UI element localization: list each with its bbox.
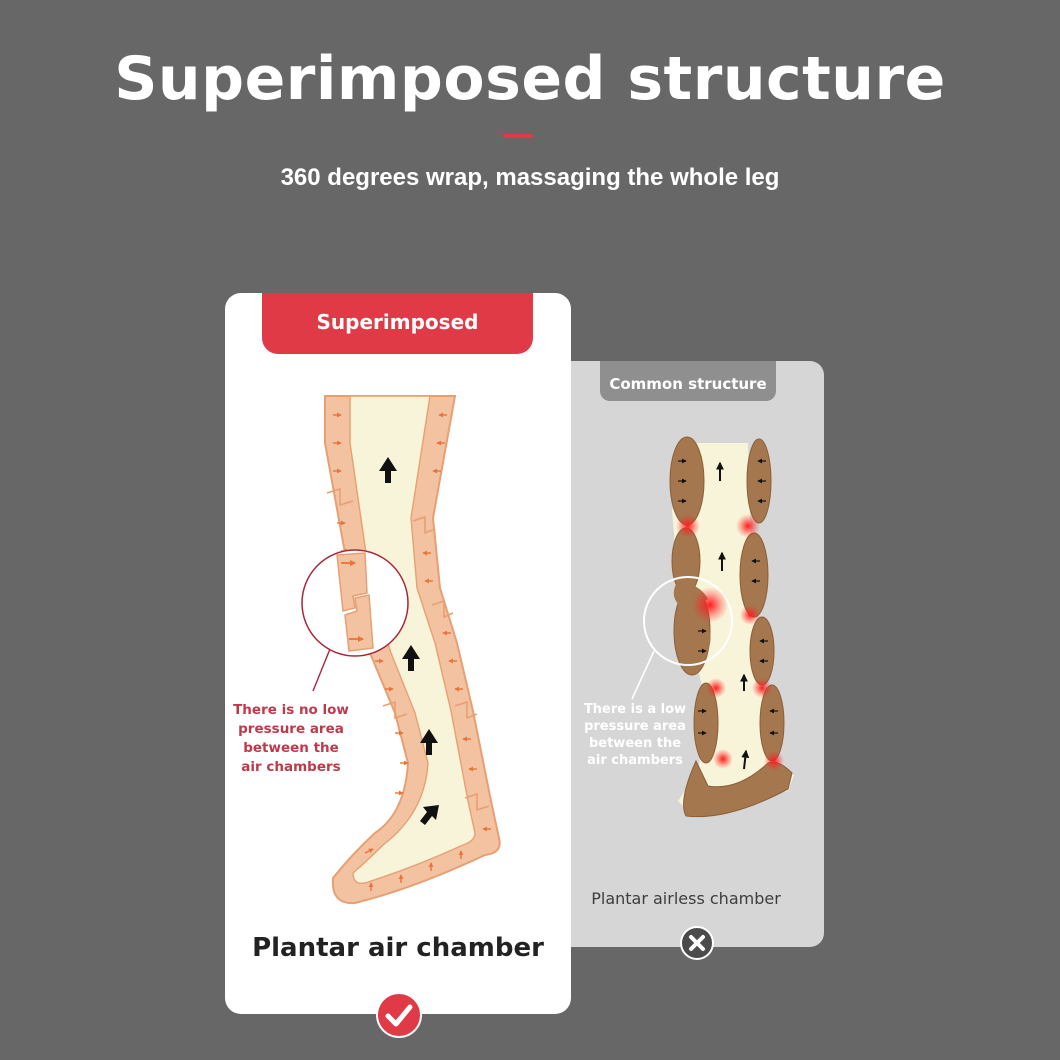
superimposed-structure-tag: Superimposed structure bbox=[262, 293, 533, 392]
superimposed-structure-card: Superimposed structure bbox=[225, 293, 571, 1014]
common-structure-tag: Common structure bbox=[600, 361, 776, 401]
note-line: There is a low bbox=[583, 702, 687, 717]
common-structure-note: There is a low pressure area between the… bbox=[572, 701, 698, 769]
note-line: air chambers bbox=[587, 753, 683, 768]
common-structure-caption: Plantar airless chamber bbox=[591, 889, 781, 908]
superimposed-leg-illustration bbox=[301, 395, 501, 905]
note-line: air chambers bbox=[241, 759, 341, 775]
title-underline bbox=[503, 134, 533, 138]
page-title: Superimposed structure bbox=[114, 44, 946, 114]
superimposed-structure-caption: Plantar air chamber bbox=[252, 933, 544, 963]
note-line: pressure area bbox=[584, 719, 686, 734]
page-subtitle: 360 degrees wrap, massaging the whole le… bbox=[280, 164, 780, 191]
note-line: pressure area bbox=[238, 721, 344, 737]
note-line: There is no low bbox=[233, 702, 349, 718]
cross-icon bbox=[680, 926, 714, 960]
superimposed-structure-note: There is no low pressure area between th… bbox=[231, 701, 351, 777]
common-structure-card: Common structure bbox=[548, 361, 824, 947]
check-icon bbox=[376, 992, 422, 1038]
common-leg-illustration bbox=[631, 436, 794, 818]
note-line: between the bbox=[588, 736, 682, 751]
note-line: between the bbox=[243, 740, 339, 756]
